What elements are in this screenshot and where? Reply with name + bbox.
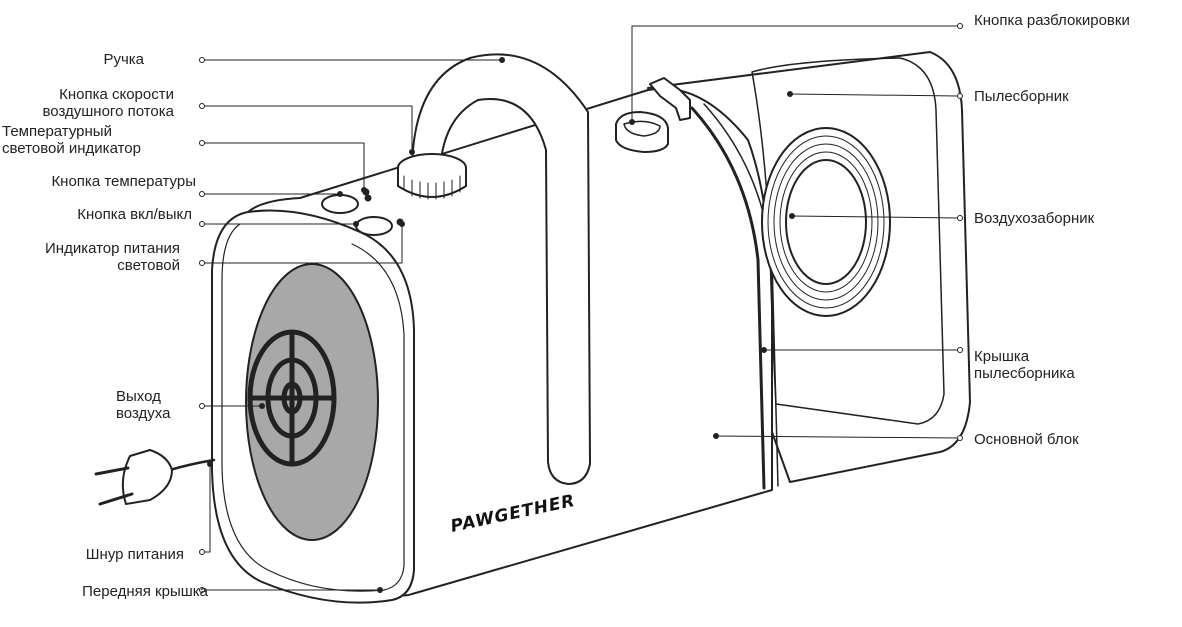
label-collector-cover: Крышка пылесборника [974,348,1075,382]
label-handle: Ручка [103,51,144,68]
latch [649,77,691,121]
label-dust-collector: Пылесборник [974,88,1069,105]
power-cord [168,458,216,472]
unlock-button-shape [615,111,669,153]
label-air-intake: Воздухозаборник [974,210,1095,227]
label-unlock-button: Кнопка разблокировки [974,12,1130,29]
air-intake-inner [785,159,867,285]
label-temp-indicator: Температурный световой индикатор [2,123,141,157]
temp-button-shape [321,194,359,214]
label-main-unit: Основной блок [974,431,1079,448]
label-air-outlet: Выход воздуха [116,388,171,422]
label-front-cover: Передняя крышка [82,583,208,600]
airflow-knob-side [397,167,467,198]
front-face-rim [221,223,405,592]
handle-body [410,53,591,485]
label-power-button: Кнопка вкл/выкл [77,206,192,223]
label-power-cord: Шнур питания [85,546,184,563]
label-temp-button: Кнопка температуры [51,173,196,190]
power-button-shape [355,216,393,236]
label-power-indicator: Индикатор питания световой [45,240,180,274]
fan-grille [247,329,337,467]
label-airflow-button: Кнопка скорости воздушного потока [42,86,175,120]
plug-body [121,449,173,505]
collector-seam [690,106,766,490]
leader-lines [203,25,959,591]
